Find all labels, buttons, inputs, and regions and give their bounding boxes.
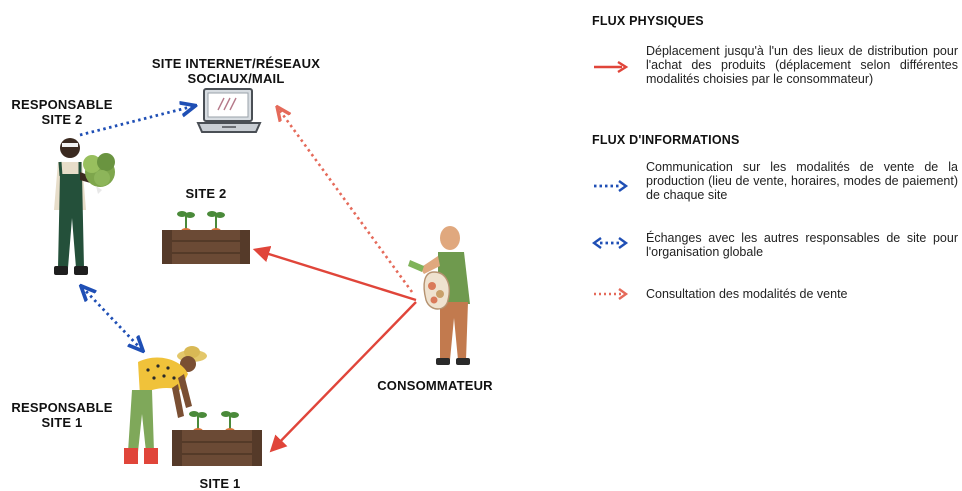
arrow-resp2-resp1-exchange <box>82 287 142 350</box>
legend-exchange-arrow-icon <box>592 237 629 249</box>
arrow-consumer-to-site1 <box>269 301 417 453</box>
farmer-holding-lettuce <box>54 138 115 275</box>
label-website: SITE INTERNET/RÉSEAUX SOCIAUX/MAIL <box>151 56 321 86</box>
legend-info2-desc: Échanges avec les autres responsables de… <box>646 231 958 259</box>
legend-info-arrow-icon <box>594 180 629 192</box>
legend-info1-desc: Communication sur les modalités de vente… <box>646 160 958 202</box>
laptop-icon <box>196 88 262 133</box>
label-consommateur: CONSOMMATEUR <box>377 378 493 393</box>
arrow-consumer-to-website <box>278 108 414 293</box>
legend-physical-arrow-icon <box>594 60 629 74</box>
legend-physical-desc: Déplacement jusqu'à l'un des lieux de di… <box>646 44 958 86</box>
consumer-with-bag <box>408 226 470 365</box>
label-responsable-site-2: RESPONSABLE SITE 2 <box>11 97 113 127</box>
arrow-resp2-to-website <box>79 106 194 137</box>
farmer-bending <box>124 346 207 464</box>
vegetable-crate-site2 <box>162 211 250 264</box>
label-site-1: SITE 1 <box>199 476 241 491</box>
vegetable-crate-site1 <box>172 411 262 466</box>
legend-physical-title: FLUX PHYSIQUES <box>592 14 704 28</box>
legend-consult-arrow-icon <box>594 288 629 300</box>
label-site-2: SITE 2 <box>185 186 227 201</box>
legend-info-title: FLUX D'INFORMATIONS <box>592 133 740 147</box>
arrow-consumer-to-site2 <box>252 245 417 302</box>
legend-info3-desc: Consultation des modalités de vente <box>646 287 848 301</box>
label-responsable-site-1: RESPONSABLE SITE 1 <box>11 400 113 430</box>
